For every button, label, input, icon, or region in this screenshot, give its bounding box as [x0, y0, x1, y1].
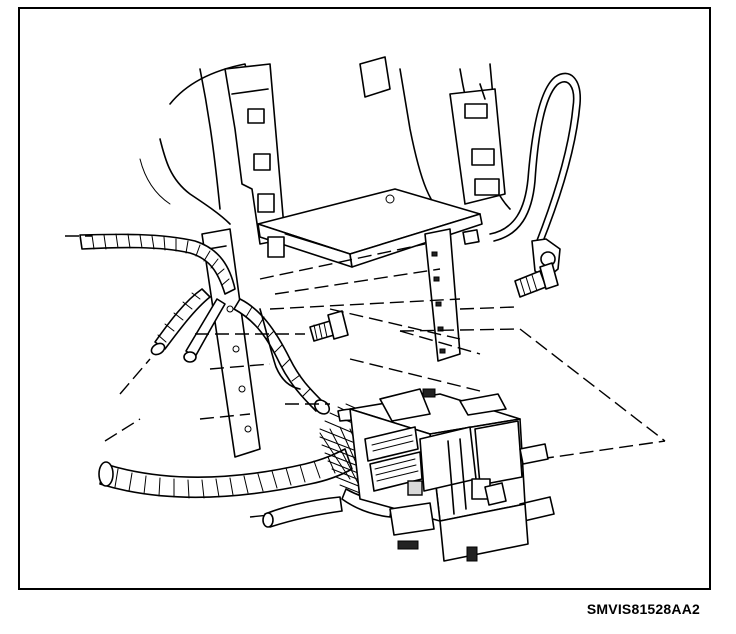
dash-panel-structure — [139, 63, 511, 225]
figure-id-label: SMVIS81528AA2 — [586, 601, 700, 617]
wiring-harness-conduit-upper — [79, 233, 331, 415]
lower-right-bracket — [424, 228, 461, 362]
diagram-frame — [18, 7, 711, 590]
upper-right-bracket — [359, 56, 506, 205]
upper-left-bracket — [224, 63, 286, 245]
ground-strap — [462, 72, 581, 280]
wiring-harness-conduit-lower — [98, 448, 353, 528]
cross-tray — [257, 188, 483, 268]
electrical-module — [349, 388, 555, 562]
mounting-bolt — [309, 310, 349, 342]
ground-bolt — [514, 262, 559, 298]
alignment-lines — [65, 235, 666, 518]
exploded-view-diagram — [65, 56, 666, 562]
lower-left-bracket — [201, 228, 261, 458]
